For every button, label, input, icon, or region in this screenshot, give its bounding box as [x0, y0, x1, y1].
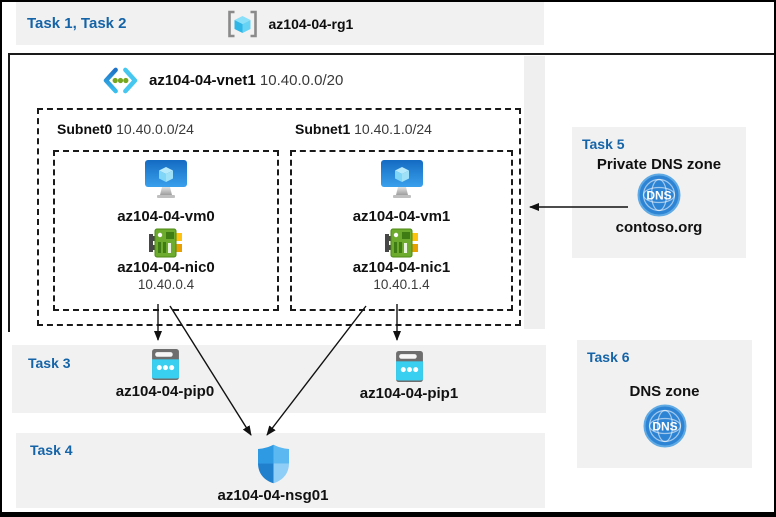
private-dns-zone-title: Private DNS zone	[596, 156, 722, 173]
task5-box: Task 5 Private DNS zone DNS contoso.org	[572, 127, 746, 258]
subnet1-label: Subnet1 10.40.1.0/24	[295, 121, 432, 137]
task6-label: Task 6	[587, 349, 630, 365]
vnet-name: az104-04-vnet1	[149, 72, 256, 89]
subnet0-box: az104-04-vm0 az104-04-nic0 10.40.0.	[53, 150, 279, 311]
nic1-ip: 10.40.1.4	[373, 277, 430, 292]
dns-zone-icon: DNS	[643, 404, 687, 448]
nsg-group: az104-04-nsg01	[198, 444, 348, 504]
nic0-icon	[149, 228, 183, 258]
resource-group-icon	[225, 9, 260, 39]
resource-group-name: az104-04-rg1	[268, 15, 354, 32]
dns-zone-icon-text: DNS	[652, 420, 677, 434]
dns-zone-title: DNS zone	[629, 383, 700, 400]
nic1-icon	[384, 228, 419, 258]
nsg-label: az104-04-nsg01	[217, 487, 329, 504]
vm1-icon	[380, 159, 424, 201]
nic0-label: az104-04-nic0	[117, 259, 215, 276]
task4-label: Task 4	[30, 442, 73, 458]
pip1-group: az104-04-pip1	[334, 351, 484, 402]
vnet-right-strip	[524, 56, 545, 329]
vnet-icon	[102, 66, 139, 95]
nsg-shield-icon	[257, 444, 289, 484]
task5-label: Task 5	[582, 136, 625, 152]
subnet0-label: Subnet0 10.40.0.0/24	[57, 121, 194, 137]
pip0-group: az104-04-pip0	[90, 349, 240, 400]
vm0-label: az104-04-vm0	[117, 208, 215, 225]
vm1-label: az104-04-vm1	[352, 208, 451, 225]
pip0-label: az104-04-pip0	[115, 383, 215, 400]
task3-band: Task 3 az104-04-pip0	[12, 345, 546, 413]
task1-task2-label: Task 1, Task 2	[27, 15, 127, 32]
nic0-ip: 10.40.0.4	[137, 277, 195, 292]
vnet-cidr: 10.40.0.0/20	[259, 72, 344, 89]
pip1-label: az104-04-pip1	[359, 385, 459, 402]
nic1-label: az104-04-nic1	[352, 259, 451, 276]
vnet-title: az104-04-vnet1 10.40.0.0/20	[102, 66, 343, 95]
private-dns-icon-text: DNS	[646, 189, 671, 203]
task4-band: Task 4 az104-04-nsg0	[16, 433, 545, 508]
vm0-icon	[144, 159, 188, 201]
task3-label: Task 3	[28, 355, 71, 371]
private-dns-icon: DNS	[637, 173, 681, 217]
resource-group-header: Task 1, Task 2 az104-04-rg1	[16, 2, 544, 45]
pip0-icon	[151, 349, 179, 380]
subnets-container: Subnet0 10.40.0.0/24 Subnet1 10.40.1.0/2…	[37, 108, 521, 326]
task6-box: Task 6 DNS zone DNS	[577, 340, 752, 468]
pip1-icon	[395, 351, 423, 382]
subnet1-box: az104-04-vm1 az104-04-nic1 10.40.1.	[290, 150, 513, 311]
private-dns-zone-name: contoso.org	[615, 219, 703, 236]
